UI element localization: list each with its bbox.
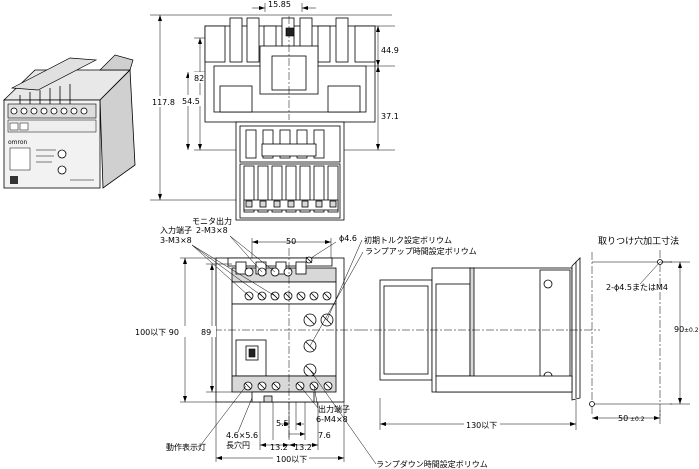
dim-50: 50 (286, 237, 296, 246)
photo-brand-label: omron (8, 139, 28, 146)
label-input-terminal-2: 3-M3×8 (160, 236, 192, 245)
dim-mount-50-tol: ±0.2 (630, 416, 645, 423)
label-output-terminal-2: 6-M4×8 (316, 415, 348, 424)
label-rampdown-time: ランプダウン時間設定ボリウム (376, 459, 488, 469)
dim-37-1: 37.1 (381, 112, 399, 121)
dim-54-5: 54.5 (182, 97, 200, 106)
photo-terminal-block (7, 84, 97, 119)
dim-phi-4-6: ϕ4.6 (339, 234, 357, 243)
dim-100-90: 100以下 90 (135, 328, 179, 337)
label-operation-lamp: 動作表示灯 (166, 442, 206, 452)
dim-5-5: 5.5 (276, 419, 289, 428)
dim-89: 89 (201, 328, 211, 337)
dim-44-9: 44.9 (381, 46, 399, 55)
dim-130: 130以下 (466, 421, 497, 430)
mounting-title: 取りつけ穴加工寸法 (598, 235, 679, 247)
label-monitor-output-2: 2-M3×8 (196, 226, 228, 235)
label-rampup-time: ランプアップ時間設定ボリウム (365, 246, 477, 256)
front-terminal-screws (244, 267, 332, 301)
dim-100: 100以下 (276, 455, 307, 464)
top-view: 117.8 82 54.5 15.85 (150, 0, 399, 221)
side-view: 130以下 (360, 257, 600, 430)
label-slot-1: 4.6×5.6 (226, 431, 258, 440)
mounting-holes: 取りつけ穴加工寸法 90 ±0.2 50 ±0.2 2-ϕ4.5またはM4 (589, 235, 699, 424)
dim-117-8: 117.8 (152, 98, 175, 107)
label-monitor-output-1: モニタ出力 (192, 216, 232, 226)
dim-82: 82 (194, 74, 204, 83)
mount-hole-bottom (589, 401, 595, 407)
label-output-terminal-1: 出力端子 (318, 404, 350, 414)
dim-15-85: 15.85 (268, 0, 291, 9)
label-mounting-holes: 2-ϕ4.5またはM4 (606, 283, 668, 292)
dim-13-2-b: 13.2 (294, 443, 312, 452)
dim-mount-90: 90 (674, 325, 684, 334)
dim-mount-90-tol: ±0.2 (684, 327, 699, 334)
dim-7-6: 7.6 (318, 431, 331, 440)
label-initial-torque: 初期トルク設定ボリウム (364, 235, 452, 245)
label-slot-2: 長穴円 (226, 440, 250, 450)
label-input-terminal-1: 入力端子 (160, 225, 192, 235)
dim-13-2-a: 13.2 (270, 443, 288, 452)
front-view: 50 ϕ4.6 (134, 216, 488, 469)
dim-mount-50: 50 (618, 414, 628, 423)
product-photo: omron (3, 54, 136, 189)
